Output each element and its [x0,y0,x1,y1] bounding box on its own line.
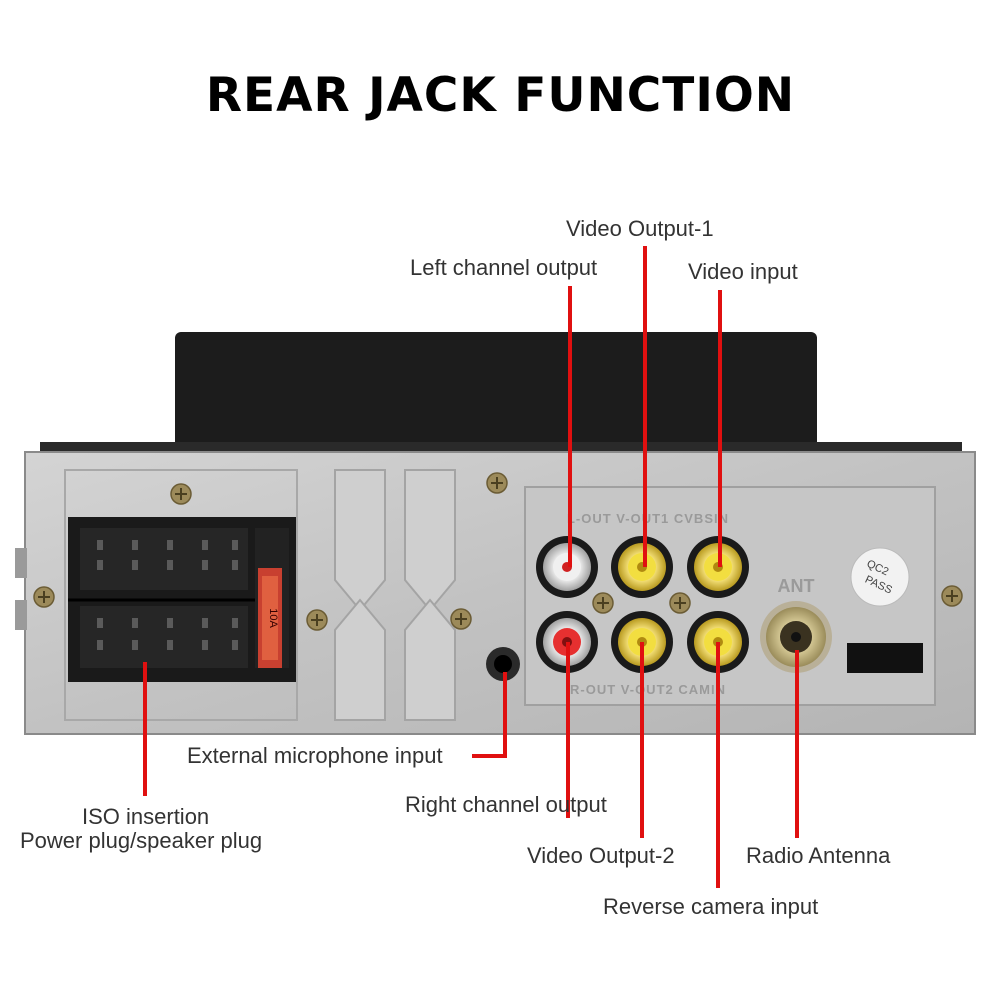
iso-pin [202,618,208,628]
rear-housing [175,332,817,457]
screw [669,592,691,614]
qc-pass-sticker: QC2 PASS [850,547,910,607]
leader-external-mic-input [472,672,507,758]
rca-top-print: L-OUT V-OUT1 CVBSIN [567,511,729,526]
screw [941,585,963,607]
iso-pin [132,560,138,570]
label-video-output-1: Video Output-1 [566,216,714,241]
antenna-jack [760,601,832,673]
iso-connector: 10A [68,517,296,682]
screw [33,586,55,608]
iso-pin [202,640,208,650]
label-iso-insertion: ISO insertion [82,804,210,829]
label-right-channel-output: Right channel output [405,792,607,817]
iso-pin [97,618,103,628]
iso-pin [97,560,103,570]
iso-pin [232,618,238,628]
iso-pin [97,540,103,550]
iso-pin [167,640,173,650]
ant-print: ANT [778,576,815,596]
iso-pin [167,540,173,550]
rca-video-out-1-jack [611,536,673,598]
iso-pin [232,640,238,650]
iso-pin [167,560,173,570]
label-video-output-2: Video Output-2 [527,843,675,868]
screw [486,472,508,494]
iso-pin [202,540,208,550]
screw [450,608,472,630]
iso-pin [202,560,208,570]
label-reverse-camera-input: Reverse camera input [603,894,819,919]
label-left-channel-output: Left channel output [410,255,598,280]
iso-pin [97,640,103,650]
screw [306,609,328,631]
iso-pin [232,540,238,550]
fuse-print: 10A [267,608,279,628]
label-video-input: Video input [688,259,798,284]
iso-pin [132,640,138,650]
iso-pin [167,618,173,628]
screw [170,483,192,505]
label-power-speaker-plug: Power plug/speaker plug [20,828,263,853]
screw [592,592,614,614]
rca-bottom-print: R-OUT V-OUT2 CAMIN [570,682,726,697]
rca-left-out-jack [536,536,598,598]
microphone-jack [486,647,520,681]
page-title: REAR JACK FUNCTION [205,68,796,123]
iso-pin [132,618,138,628]
black-label [847,643,923,673]
iso-pin [232,560,238,570]
label-radio-antenna: Radio Antenna [746,843,891,868]
iso-pin [132,540,138,550]
label-external-mic-input: External microphone input [187,743,443,768]
